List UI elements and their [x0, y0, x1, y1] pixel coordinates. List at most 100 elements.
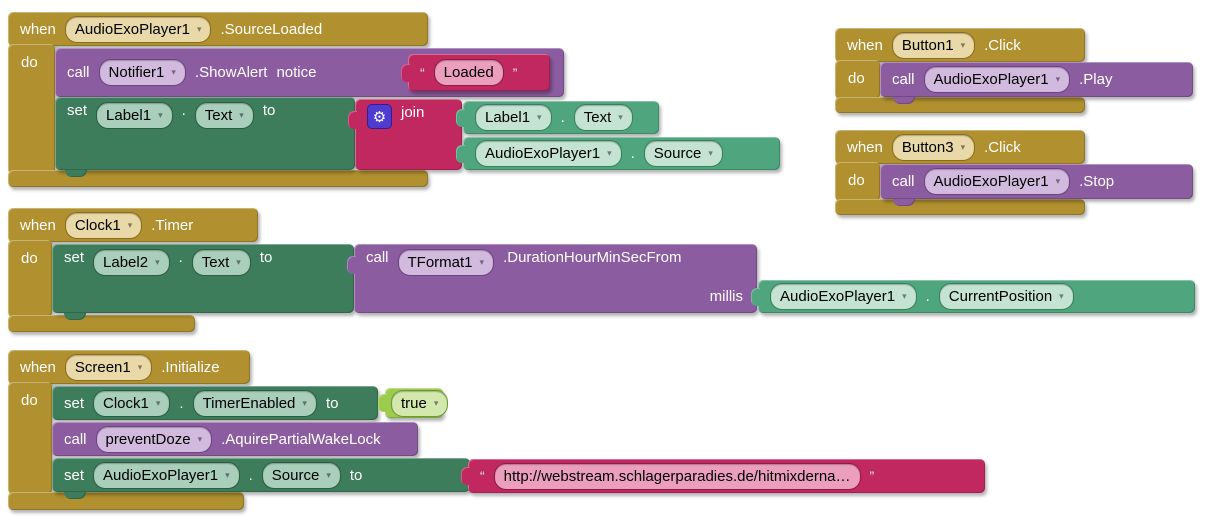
event-block-screen1-initialize-header[interactable]: when Screen1 ▾ .Initialize [8, 350, 250, 384]
dot-separator: . [179, 394, 184, 412]
dropdown-value: Button3 [901, 138, 954, 156]
param-label-notice: notice [276, 64, 317, 81]
method-name-label: .Play [1079, 71, 1113, 88]
call-label: call [892, 173, 915, 190]
event-block-footer[interactable] [8, 492, 244, 510]
string-text: Loaded [443, 64, 494, 81]
event-block-footer[interactable] [835, 199, 1085, 215]
dot-separator: . [925, 288, 930, 305]
property-dropdown-source[interactable]: Source ▾ [643, 140, 723, 167]
component-dropdown-preventdoze[interactable]: preventDoze ▾ [95, 425, 213, 453]
logic-dropdown-true[interactable]: true ▾ [391, 389, 449, 417]
call-audioexoplayer1-stop-block[interactable]: call AudioExoPlayer1 ▾ .Stop [880, 164, 1193, 199]
call-audioexoplayer1-play-block[interactable]: call AudioExoPlayer1 ▾ .Play [880, 62, 1193, 97]
when-label: when [20, 216, 56, 234]
property-dropdown-source[interactable]: Source ▾ [261, 461, 341, 489]
component-dropdown-audioexoplayer1[interactable]: AudioExoPlayer1 ▾ [64, 15, 212, 43]
component-dropdown-clock1[interactable]: Clock1 ▾ [93, 389, 171, 417]
mutator-gear-icon[interactable]: ⚙ [367, 104, 392, 129]
dropdown-value: Screen1 [74, 358, 131, 376]
event-block-button3-click-header[interactable]: when Button3 ▾ .Click [835, 130, 1085, 164]
chevron-down-icon: ▾ [479, 257, 485, 267]
event-block-footer[interactable] [8, 170, 428, 187]
dropdown-value: Clock1 [74, 216, 121, 234]
string-value-stream-url[interactable]: http://webstream.schlagerparadies.de/hit… [493, 462, 861, 490]
set-label: set [64, 466, 85, 484]
call-label: call [64, 430, 87, 448]
property-dropdown-text[interactable]: Text ▾ [573, 104, 633, 131]
event-block-sourceloaded-header[interactable]: when AudioExoPlayer1 ▾ .SourceLoaded [8, 12, 428, 46]
dropdown-value: Button1 [901, 36, 954, 54]
set-clock1-timerenabled-block[interactable]: set Clock1 ▾ . TimerEnabled ▾ to [52, 386, 378, 420]
call-preventdoze-wakelock-block[interactable]: call preventDoze ▾ .AquirePartialWakeLoc… [52, 422, 418, 456]
statement-bottom-tab [893, 199, 915, 206]
chevron-down-icon: ▾ [137, 361, 143, 372]
property-dropdown-text[interactable]: Text ▾ [194, 102, 254, 129]
event-block-do-rail[interactable]: do [835, 60, 880, 99]
component-dropdown-button1[interactable]: Button1 ▾ [891, 31, 976, 59]
dropdown-value: Label1 [485, 109, 531, 126]
event-block-button1-click-header[interactable]: when Button1 ▾ .Click [835, 28, 1085, 62]
dropdown-value: AudioExoPlayer1 [780, 288, 896, 305]
property-dropdown-currentposition[interactable]: CurrentPosition ▾ [938, 283, 1074, 310]
component-dropdown-label1[interactable]: Label1 ▾ [96, 102, 173, 129]
property-dropdown-text[interactable]: Text ▾ [191, 249, 251, 276]
component-dropdown-label1[interactable]: Label1 ▾ [475, 104, 552, 131]
event-block-do-rail[interactable]: do [835, 162, 880, 201]
set-label2-text-block[interactable]: set Label2 ▾ . Text ▾ to [52, 244, 354, 313]
call-label: call [67, 64, 90, 81]
chevron-down-icon: ▾ [155, 257, 160, 267]
string-value-loaded[interactable]: Loaded [433, 59, 504, 86]
chevron-down-icon: ▾ [1055, 176, 1061, 186]
dot-separator: . [181, 102, 186, 119]
statement-bottom-tab [64, 313, 86, 320]
component-dropdown-label2[interactable]: Label2 ▾ [93, 249, 170, 276]
event-block-clock1-timer-header[interactable]: when Clock1 ▾ .Timer [8, 208, 258, 242]
when-label: when [847, 138, 883, 156]
chevron-down-icon: ▾ [196, 23, 202, 34]
component-dropdown-audioexoplayer1[interactable]: AudioExoPlayer1 ▾ [923, 66, 1071, 93]
param-label-millis: millis [709, 288, 743, 305]
component-dropdown-clock1[interactable]: Clock1 ▾ [64, 211, 143, 239]
dropdown-value: Label1 [106, 107, 152, 124]
property-dropdown-timerenabled[interactable]: TimerEnabled ▾ [192, 389, 317, 417]
getter-audioexoplayer1-source-block[interactable]: AudioExoPlayer1 ▾ . Source ▾ [456, 137, 780, 170]
set-label: set [64, 394, 85, 412]
chevron-down-icon: ▾ [171, 67, 176, 77]
dropdown-value: Notifier1 [108, 64, 165, 81]
dropdown-value: TFormat1 [407, 254, 473, 271]
component-dropdown-button3[interactable]: Button3 ▾ [891, 133, 976, 161]
chevron-down-icon: ▾ [127, 219, 133, 230]
to-label: to [325, 394, 339, 412]
component-dropdown-tformat1[interactable]: TFormat1 ▾ [397, 249, 495, 276]
join-block[interactable]: ⚙ join [348, 99, 462, 170]
event-block-do-rail[interactable]: do [8, 240, 52, 317]
event-name-label: .Click [984, 138, 1021, 156]
string-block-stream-url[interactable]: “ http://webstream.schlagerparadies.de/h… [461, 459, 985, 493]
set-label1-text-block[interactable]: set Label1 ▾ . Text ▾ to [55, 97, 355, 170]
method-name-label: .DurationHourMinSecFrom [503, 249, 682, 266]
when-label: when [20, 20, 56, 38]
event-block-footer[interactable] [835, 97, 1085, 113]
event-block-do-rail[interactable]: do [8, 44, 55, 174]
getter-audioexoplayer1-currentposition-block[interactable]: AudioExoPlayer1 ▾ . CurrentPosition ▾ [751, 280, 1195, 313]
dropdown-value: AudioExoPlayer1 [933, 173, 1049, 190]
event-block-do-rail[interactable]: do [8, 382, 52, 494]
component-dropdown-screen1[interactable]: Screen1 ▾ [64, 353, 153, 381]
component-dropdown-notifier1[interactable]: Notifier1 ▾ [98, 59, 186, 86]
chevron-down-icon: ▾ [326, 469, 331, 480]
string-block-loaded[interactable]: “ Loaded ” [401, 54, 550, 91]
component-dropdown-audioexoplayer1[interactable]: AudioExoPlayer1 ▾ [93, 461, 240, 489]
component-dropdown-audioexoplayer1[interactable]: AudioExoPlayer1 ▾ [923, 168, 1071, 195]
call-tformat-duration-block[interactable]: call TFormat1 ▾ .DurationHourMinSecFrom … [347, 244, 757, 313]
set-audioexoplayer1-source-block[interactable]: set AudioExoPlayer1 ▾ . Source ▾ to [52, 458, 470, 492]
getter-label1-text-block[interactable]: Label1 ▾ . Text ▾ [456, 101, 659, 134]
component-dropdown-audioexoplayer1[interactable]: AudioExoPlayer1 ▾ [770, 283, 917, 310]
dropdown-value: AudioExoPlayer1 [103, 466, 219, 484]
event-block-footer[interactable] [8, 315, 195, 332]
to-label: to [262, 102, 276, 119]
logic-true-block[interactable]: true ▾ [378, 388, 449, 418]
component-dropdown-audioexoplayer1[interactable]: AudioExoPlayer1 ▾ [475, 140, 622, 167]
chevron-down-icon: ▾ [708, 148, 713, 158]
